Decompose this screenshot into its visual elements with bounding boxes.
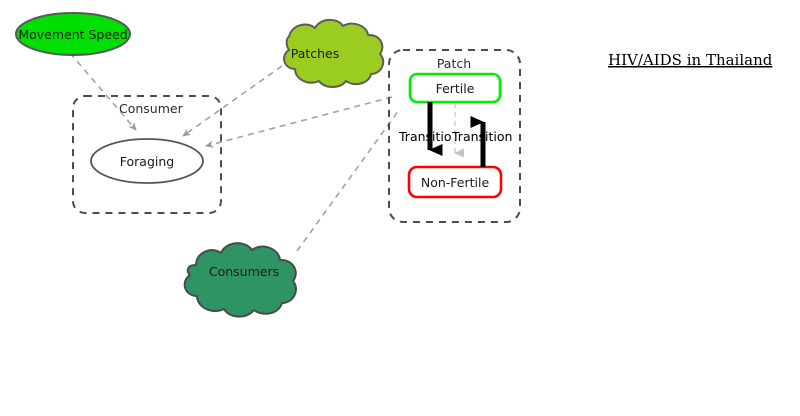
- container-patch[interactable]: Patch: [388, 49, 521, 223]
- node-patches-shape: [283, 18, 385, 88]
- connector-links: [69, 52, 400, 252]
- link-movement-speed-to-foraging: [69, 52, 137, 131]
- transition-label-fertile-to-non-fertile: Transitio: [398, 129, 452, 144]
- transition-arrows: [427, 102, 486, 167]
- state-non-fertile-box: [407, 165, 503, 199]
- node-consumers-label: Consumers: [209, 264, 279, 279]
- node-foraging-shape: [90, 138, 204, 184]
- link-patch-to-foraging: [205, 96, 393, 148]
- node-patches-label: Patches: [291, 46, 340, 61]
- container-consumer-border: [72, 95, 222, 214]
- state-fertile-box: [408, 72, 502, 104]
- link-consumers-to-patch: [296, 109, 400, 252]
- node-foraging-label: Foraging: [120, 154, 174, 169]
- container-patch-label: Patch: [437, 56, 471, 71]
- container-patch-border: [388, 49, 521, 223]
- container-consumer-label: Consumer: [119, 101, 184, 116]
- state-fertile[interactable]: Fertile: [408, 72, 502, 104]
- state-fertile-label: Fertile: [436, 81, 475, 96]
- page-title: HIV/AIDS in Thailand: [608, 51, 773, 69]
- node-movement-speed[interactable]: Movement Speed: [15, 12, 131, 56]
- node-foraging[interactable]: Foraging: [90, 138, 204, 184]
- node-movement-speed-label: Movement Speed: [18, 27, 127, 42]
- transition-labels: Transitio Transition: [398, 129, 512, 144]
- transition-label-non-fertile-to-fertile: Transition: [451, 129, 512, 144]
- state-non-fertile-label: Non-Fertile: [421, 175, 490, 190]
- node-consumers[interactable]: Consumers: [183, 242, 297, 318]
- link-patches-to-foraging: [182, 65, 283, 137]
- node-consumers-shape: [183, 242, 297, 318]
- container-consumer[interactable]: Consumer: [72, 95, 222, 214]
- page-title-text: HIV/AIDS in Thailand: [608, 51, 773, 69]
- node-patches[interactable]: Patches: [283, 18, 385, 88]
- state-non-fertile[interactable]: Non-Fertile: [407, 165, 503, 199]
- node-movement-speed-shape: [15, 12, 131, 56]
